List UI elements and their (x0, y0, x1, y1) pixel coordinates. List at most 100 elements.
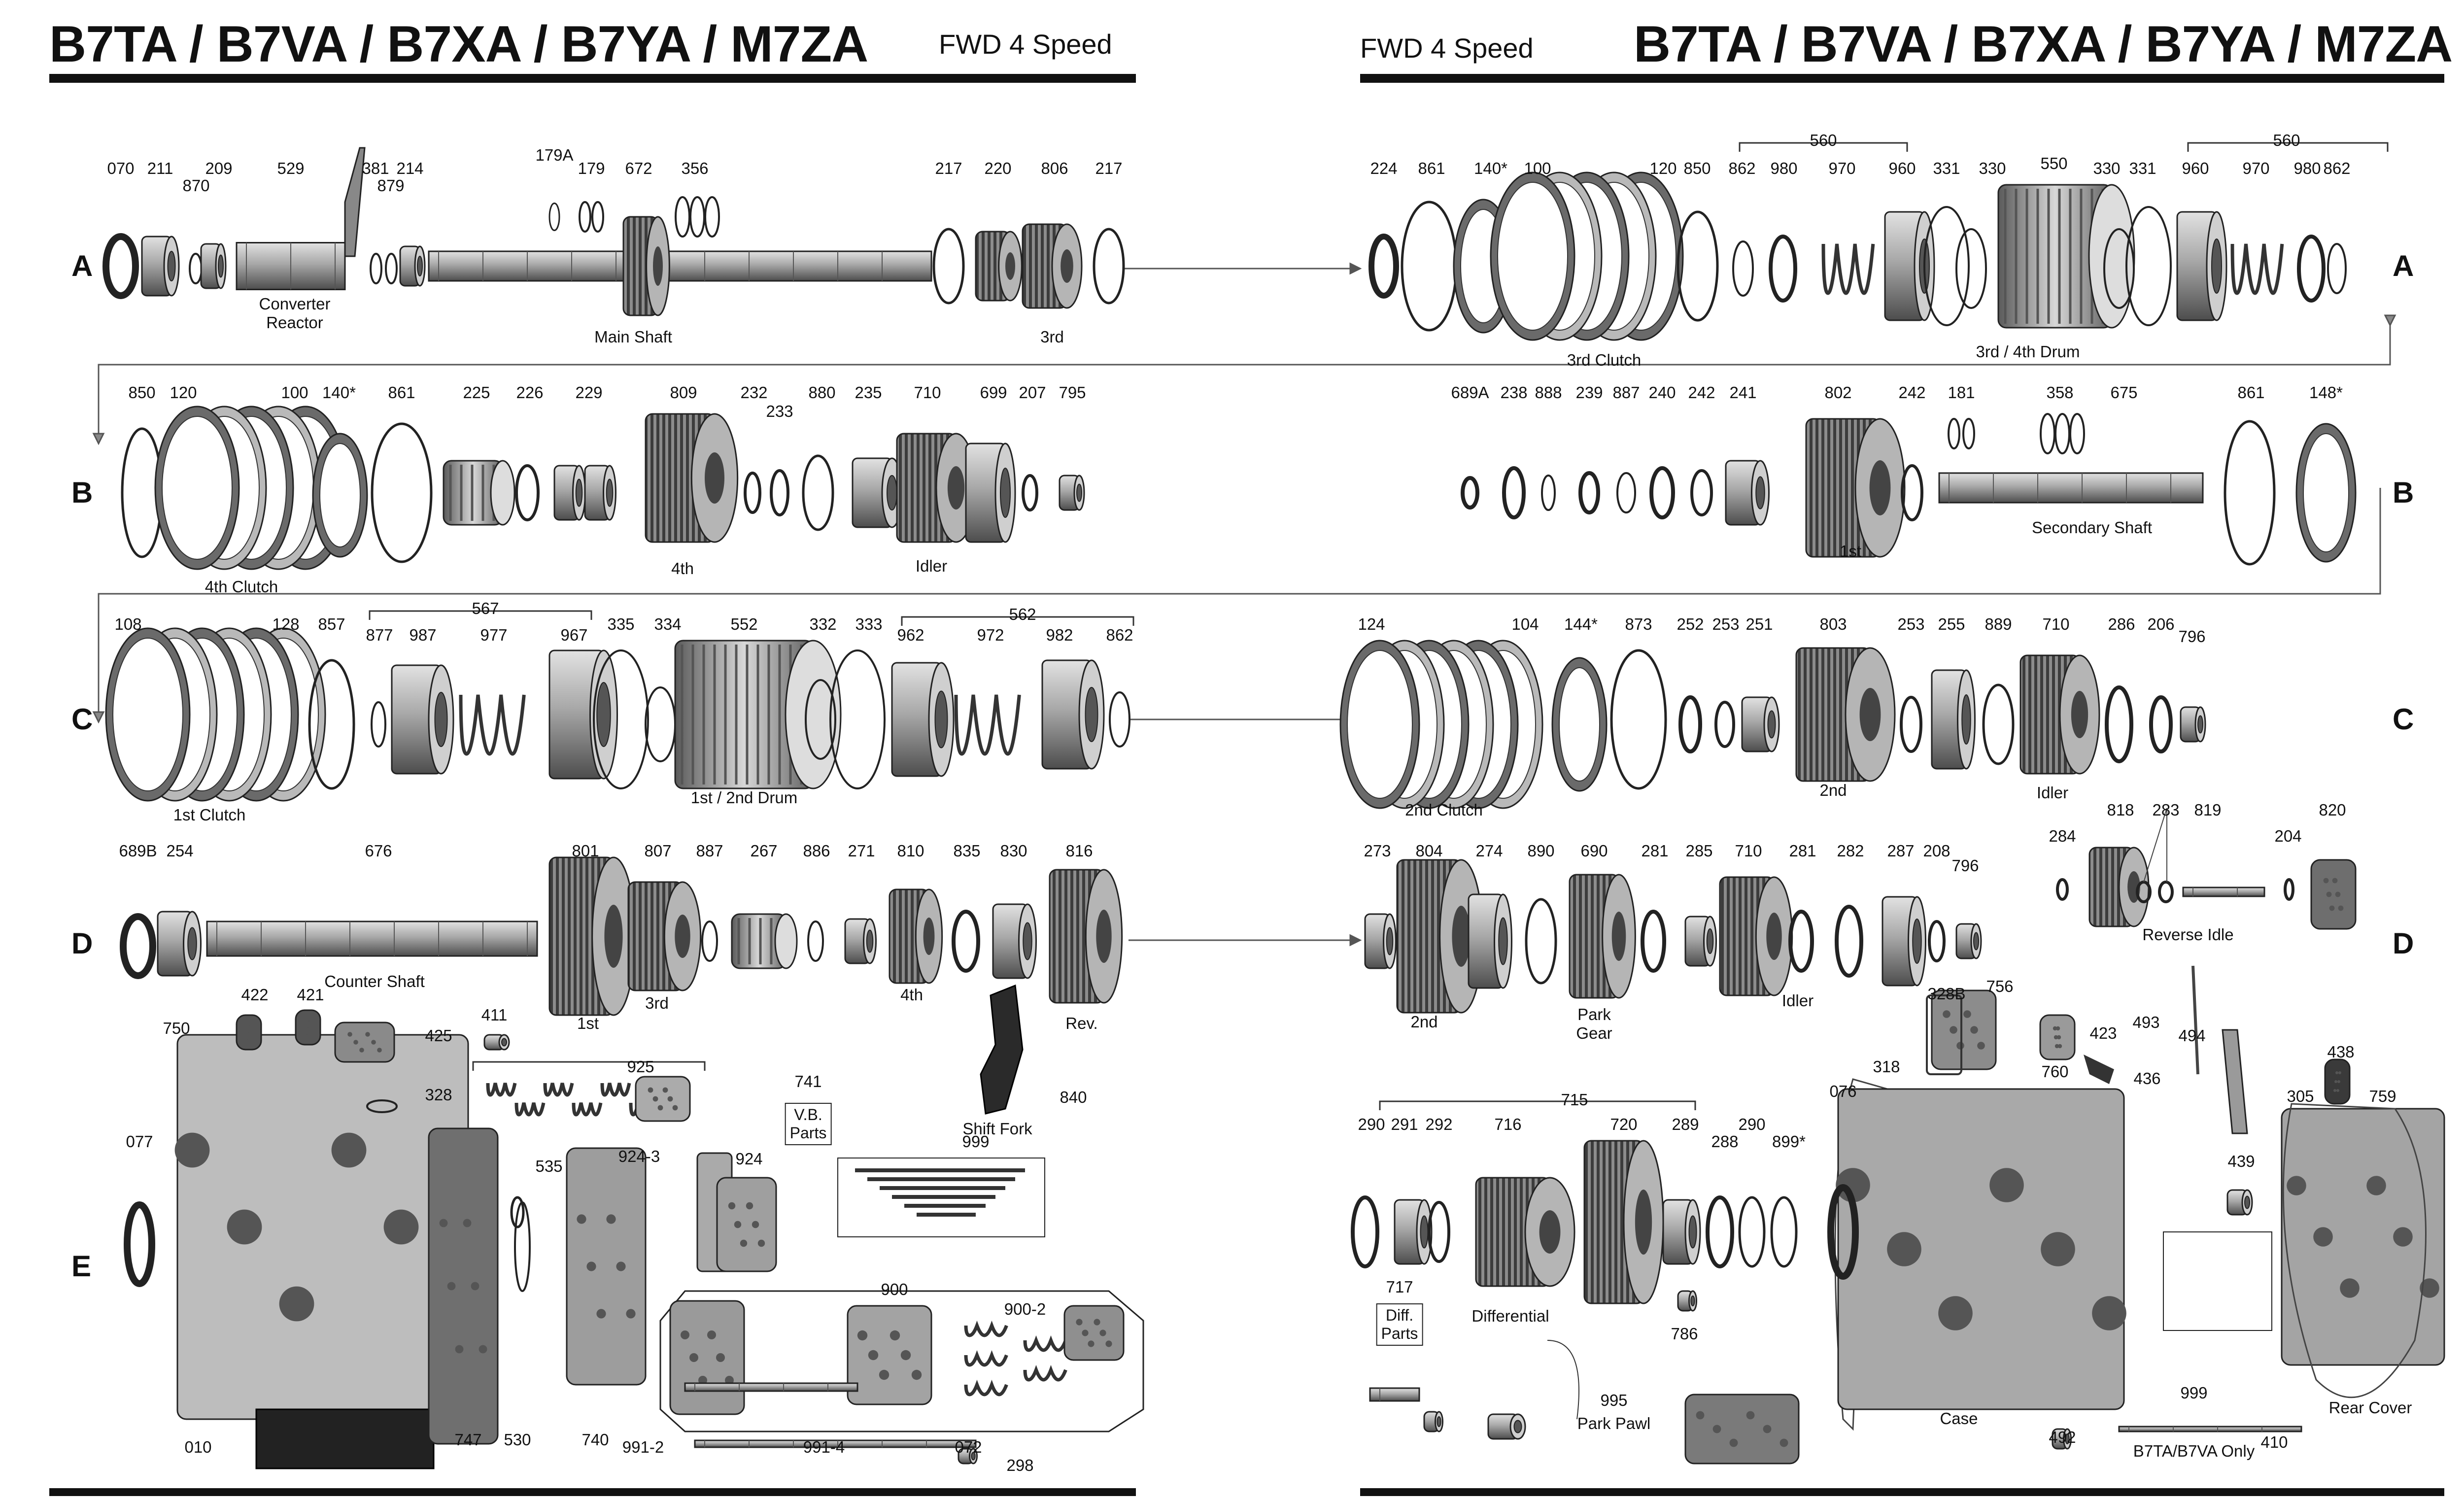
e-right-label-2: 423 (2089, 1024, 2117, 1042)
bolt-492 (2052, 1428, 2072, 1450)
flow-lines (92, 262, 2396, 947)
ring-889 (1982, 683, 2015, 765)
caption-idler: Idler (915, 557, 948, 575)
reverse-idle-shaft-819 (2182, 886, 2265, 897)
a-right-label-15: 960 (2182, 159, 2209, 177)
gear-807 (627, 881, 702, 991)
shaft-991-4 (694, 1439, 977, 1448)
ring-253b (1900, 696, 1922, 753)
a-right-label-9: 960 (1888, 159, 1916, 177)
right-header-rule (1360, 74, 2444, 83)
e-left-label-22: 298 (1006, 1456, 1034, 1474)
right-footer-rule (1360, 1488, 2444, 1496)
plate-747 (428, 1127, 499, 1445)
c-right-label-6: 251 (1745, 615, 1773, 633)
dowel-box-999 (837, 1158, 1045, 1237)
caption-fourth-d: 4th (900, 986, 923, 1004)
ring-358a (2040, 413, 2055, 454)
ring-284 (2056, 878, 2069, 901)
ring-530a (510, 1196, 525, 1228)
e-right-label-1: 756 (1986, 977, 2014, 995)
bearing-271 (844, 918, 877, 964)
caption-second-clutch: 2nd Clutch (1405, 801, 1483, 819)
ring-226 (515, 464, 540, 521)
b-right-label-3: 239 (1575, 383, 1603, 402)
e-left-label-21: 072 (955, 1438, 982, 1456)
spring-970 (1821, 243, 1875, 295)
c-right-label-0: 124 (1358, 615, 1385, 633)
valve-body-740 (566, 1147, 647, 1386)
a-left-label-2: 870 (182, 176, 210, 195)
bearing-214 (399, 245, 426, 287)
ring-286 (2105, 685, 2133, 763)
ring-292 (1428, 1201, 1450, 1263)
ring-232 (744, 472, 761, 514)
solenoid-423 (2039, 1014, 2076, 1060)
ring-862c (1109, 691, 1130, 748)
c-right-label-3: 873 (1625, 615, 1652, 633)
d-right-label-0: 273 (1364, 842, 1391, 860)
bearing-289 (1662, 1199, 1701, 1265)
gasket-305 (2282, 1103, 2427, 1398)
a-left-label-8: 179A (535, 146, 574, 164)
bearing-220 (975, 231, 1023, 302)
a-left-label-10: 672 (625, 159, 652, 177)
c-left-label-15: 862 (1106, 626, 1133, 644)
e-right-label-11: 759 (2369, 1087, 2396, 1105)
piston-960b (2176, 211, 2227, 321)
ring-332 (805, 679, 836, 760)
e-right-label-17: 720 (1610, 1115, 1638, 1133)
spring-900-0 (964, 1321, 1008, 1337)
b-right-label-8: 802 (1824, 383, 1852, 402)
bearing-796 (2180, 706, 2206, 743)
ring-334 (645, 686, 676, 762)
bearing-235 (852, 457, 903, 528)
a-left-label-6: 879 (377, 176, 405, 195)
e-left-label-10: 924-3 (618, 1147, 660, 1165)
third-clutch-discs (1490, 171, 1684, 341)
spring-900-1 (1023, 1335, 1067, 1352)
bearing-254 (157, 911, 202, 977)
c-right-label-10: 889 (1985, 615, 2012, 633)
pawl-995 (1423, 1411, 1443, 1432)
e-right-label-10: 305 (2287, 1087, 2314, 1105)
ring-887b (701, 920, 718, 962)
spring-925-0 (486, 1083, 517, 1097)
counter-shaft-676 (206, 920, 538, 957)
seal-076 (1827, 1184, 1859, 1280)
b-right-label-10: 181 (1948, 383, 1975, 402)
ring-179a (579, 201, 591, 233)
d-right-label-14: 818 (2107, 801, 2134, 819)
ring-980b (2297, 235, 2326, 303)
e-right-label-28: 999 (2180, 1384, 2208, 1402)
spring-977 (459, 694, 526, 756)
spring-970b (2230, 243, 2284, 295)
e-left-label-8: 077 (126, 1132, 153, 1151)
e-left-label-13: 900 (881, 1280, 908, 1298)
valve-925 (635, 1076, 691, 1122)
gear-720 (1583, 1140, 1664, 1304)
spring-995 (1487, 1413, 1526, 1440)
b-left-label-10: 233 (766, 402, 793, 420)
caption-secondary-shaft: Secondary Shaft (2032, 518, 2152, 537)
sensor-438 (2324, 1058, 2351, 1105)
group-567 (369, 610, 592, 620)
d-right-label-5: 281 (1641, 842, 1669, 860)
ring-857 (308, 659, 355, 790)
drum-550 (1997, 184, 2135, 329)
c-left-label-11: 333 (855, 615, 883, 633)
disc-140b (312, 433, 368, 558)
a-left-label-13: 220 (984, 159, 1012, 177)
tube-494 (2222, 1029, 2248, 1134)
caption-differential: Differential (1472, 1307, 1549, 1325)
row-label-a-left: A (71, 249, 93, 282)
c-left-label-9: 552 (730, 615, 758, 633)
e-left-label-7: 741 (794, 1072, 822, 1090)
a-right_groups-label-0: 560 (1810, 131, 1837, 149)
d-right-label-7: 710 (1735, 842, 1762, 860)
c-left_groups-label-0: 567 (472, 599, 499, 617)
ring-290b (1738, 1196, 1766, 1268)
ring-888 (1541, 475, 1556, 511)
e-left-label-15: 747 (454, 1431, 482, 1449)
